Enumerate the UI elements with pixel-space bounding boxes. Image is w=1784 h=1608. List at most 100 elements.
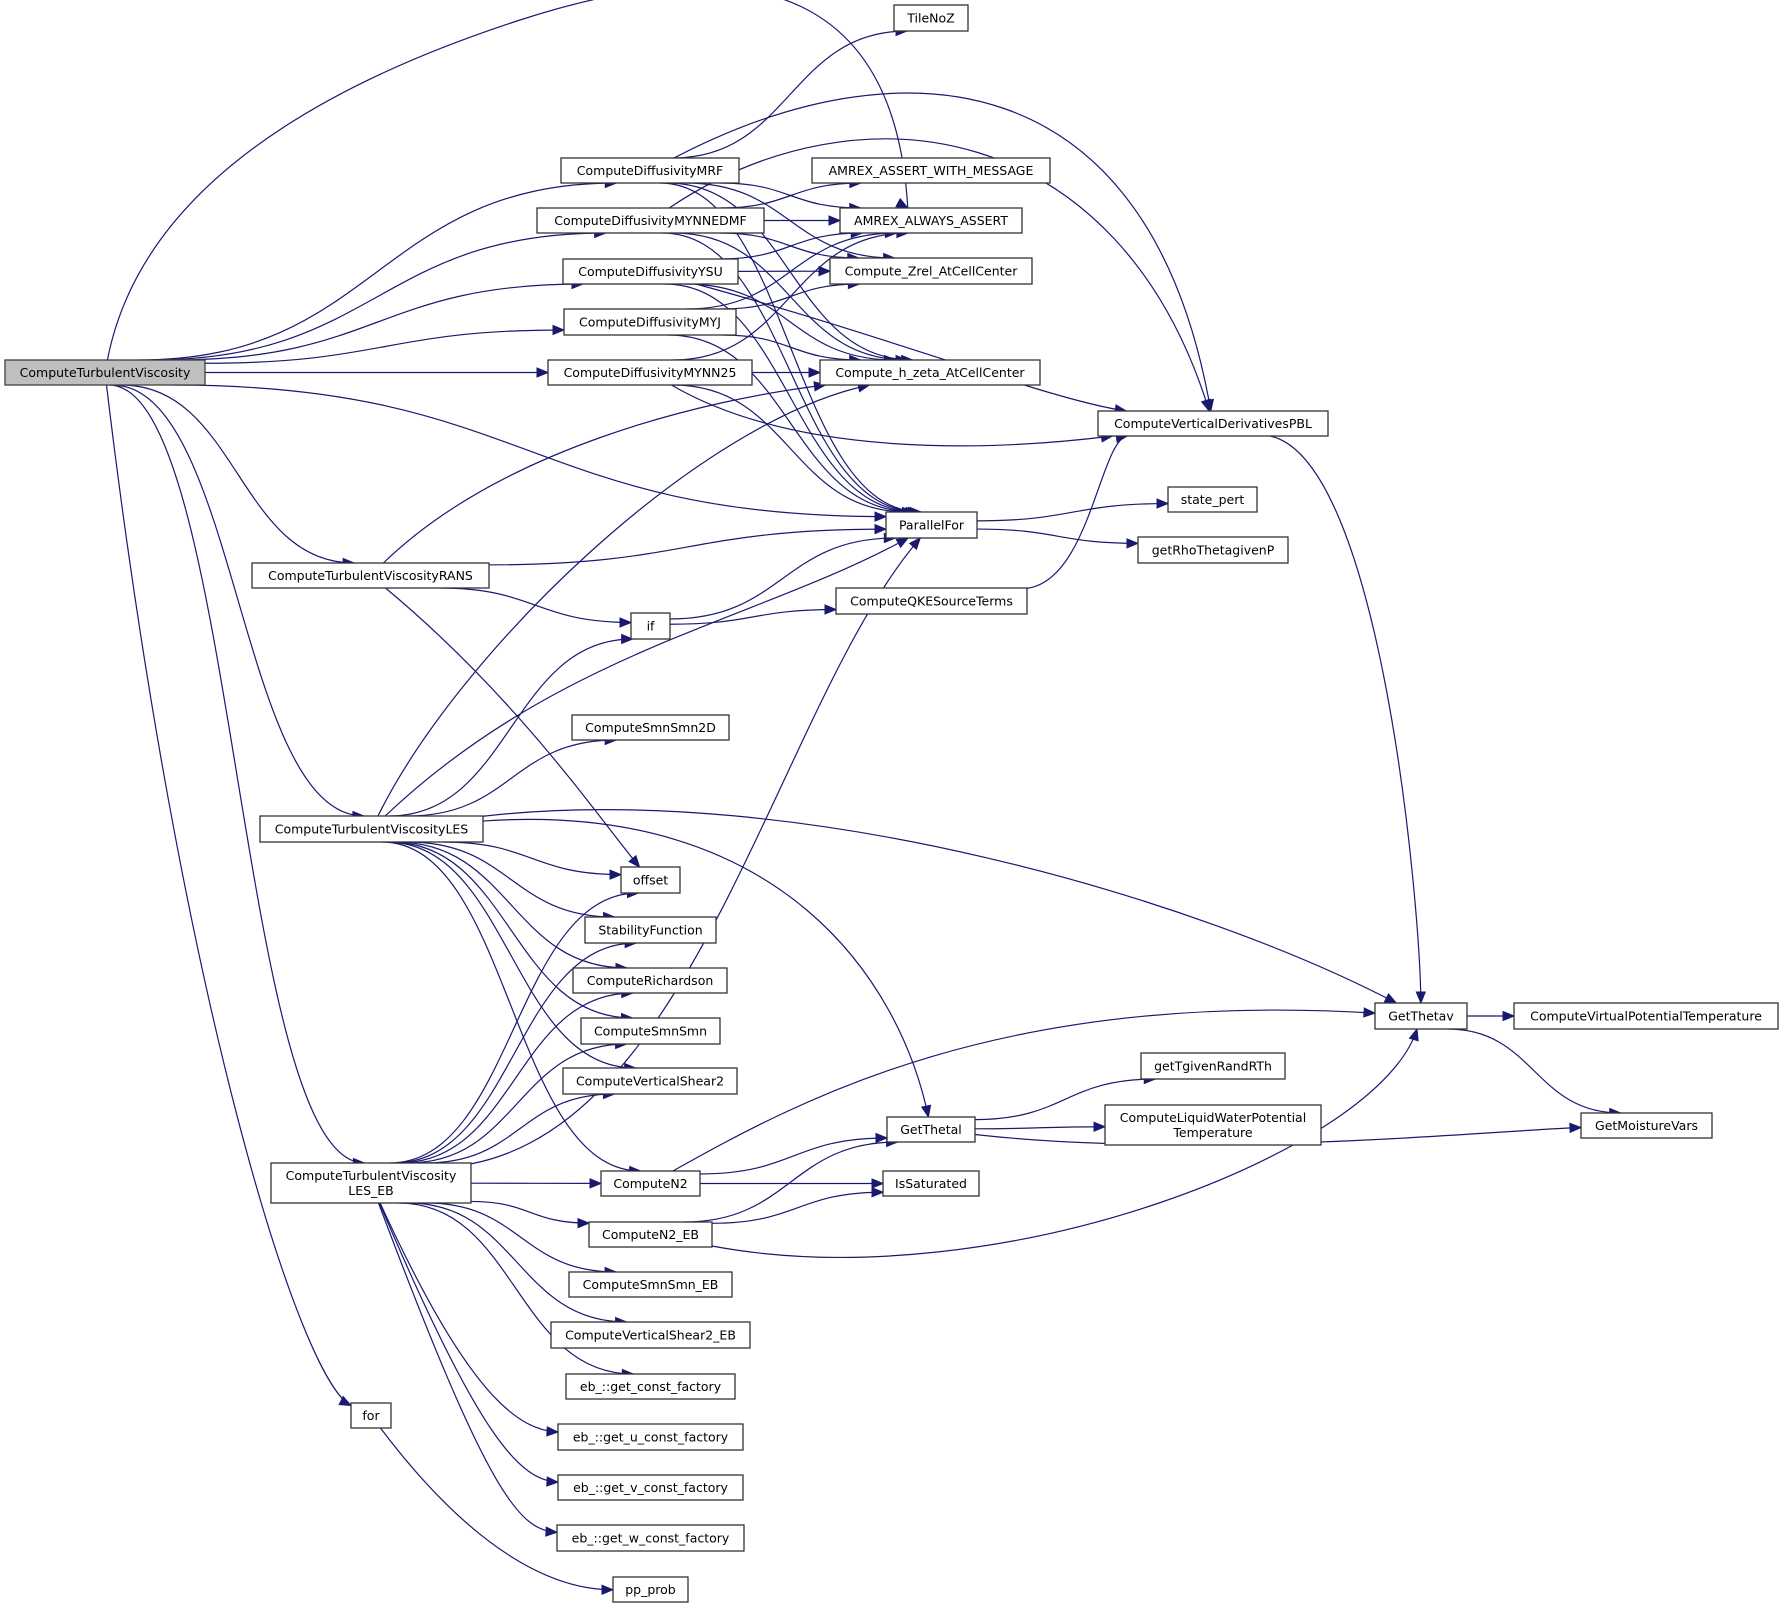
node-for[interactable]: for xyxy=(350,1402,392,1429)
edge-n2eb-to-getthetal xyxy=(683,1136,899,1223)
node-rhotheta[interactable]: getRhoThetagivenP xyxy=(1137,536,1289,564)
node-label: ComputeVerticalDerivativesPBL xyxy=(1114,416,1312,431)
node-label: ComputeN2 xyxy=(613,1176,687,1191)
node-label: GetMoistureVars xyxy=(1595,1118,1698,1133)
node-smn2d[interactable]: ComputeSmnSmn2D xyxy=(571,714,730,741)
edge-rans-to-if xyxy=(439,587,633,628)
node-box xyxy=(612,1576,689,1603)
node-label: AMREX_ALWAYS_ASSERT xyxy=(854,213,1008,228)
node-label: ComputeTurbulentViscosity xyxy=(20,365,191,380)
node-stability[interactable]: StabilityFunction xyxy=(584,916,717,944)
nodes-layer: ComputeTurbulentViscosity TileNoZ ComputeD… xyxy=(4,4,1779,1603)
edge-line xyxy=(407,841,615,918)
node-vshear2[interactable]: ComputeVerticalShear2 xyxy=(562,1067,738,1095)
edges-layer xyxy=(105,0,1623,1596)
edge-line xyxy=(669,608,837,625)
node-label: ComputeDiffusivityMYNNEDMF xyxy=(554,213,746,228)
node-n2eb[interactable]: ComputeN2_EB xyxy=(588,1221,713,1248)
edge-line xyxy=(470,1200,590,1224)
node-smnsmneb[interactable]: ComputeSmnSmn_EB xyxy=(568,1271,733,1298)
arrowhead-icon xyxy=(875,1132,889,1144)
edge-getthetal-to-moisture xyxy=(974,1122,1583,1146)
node-box xyxy=(270,1162,472,1204)
node-richardson[interactable]: ComputeRichardson xyxy=(572,967,728,994)
node-ysu[interactable]: ComputeDiffusivityYSU xyxy=(562,258,739,285)
node-ppprob[interactable]: pp_prob xyxy=(612,1576,689,1603)
node-moisture[interactable]: GetMoistureVars xyxy=(1580,1112,1713,1139)
arrowhead-icon xyxy=(621,633,634,645)
node-getv[interactable]: eb_::get_v_const_factory xyxy=(557,1474,744,1501)
node-statepert[interactable]: state_pert xyxy=(1167,486,1258,513)
edge-line xyxy=(105,384,352,1407)
node-box xyxy=(563,308,737,336)
node-label: for xyxy=(362,1408,380,1423)
edge-leseb-to-getv xyxy=(378,1202,560,1487)
node-zrel[interactable]: Compute_Zrel_AtCellCenter xyxy=(829,257,1033,285)
arrowhead-icon xyxy=(874,511,888,522)
edge-line xyxy=(711,1028,1418,1258)
node-box xyxy=(568,1271,733,1298)
node-box xyxy=(550,1321,751,1349)
node-issat[interactable]: IsSaturated xyxy=(882,1170,980,1197)
edge-n2-to-getthetav xyxy=(672,1007,1377,1172)
node-box xyxy=(620,866,681,894)
node-mynnedmf[interactable]: ComputeDiffusivityMYNNEDMF xyxy=(536,207,765,234)
arrowhead-icon xyxy=(1502,1010,1516,1022)
edge-line xyxy=(673,92,1212,412)
edge-mynn25-to-vderiv xyxy=(671,384,1114,447)
node-parallelfor[interactable]: ParallelFor xyxy=(885,511,978,539)
edge-rans-to-parallelfor xyxy=(488,523,888,566)
node-mrf[interactable]: ComputeDiffusivityMRF xyxy=(560,157,740,184)
edge-line xyxy=(385,587,641,868)
edge-line xyxy=(685,232,897,310)
node-label: getRhoThetagivenP xyxy=(1152,543,1275,558)
node-getu[interactable]: eb_::get_u_const_factory xyxy=(557,1423,744,1451)
node-rans[interactable]: ComputeTurbulentViscosityRANS xyxy=(251,562,490,589)
edge-line xyxy=(379,1427,614,1591)
node-mynn25[interactable]: ComputeDiffusivityMYNN25 xyxy=(547,359,753,386)
node-myj[interactable]: ComputeDiffusivityMYJ xyxy=(563,308,737,336)
node-label: Compute_Zrel_AtCellCenter xyxy=(845,264,1019,279)
node-n2[interactable]: ComputeN2 xyxy=(600,1170,701,1197)
node-hzeta[interactable]: Compute_h_zeta_AtCellCenter xyxy=(819,359,1041,386)
node-alwaysassert[interactable]: AMREX_ALWAYS_ASSERT xyxy=(839,207,1023,234)
arrowhead-icon xyxy=(874,523,888,535)
arrowhead-icon xyxy=(601,1584,615,1596)
node-if[interactable]: if xyxy=(630,612,671,640)
node-les[interactable]: ComputeTurbulentViscosityLES xyxy=(259,815,484,843)
edge-root-to-mynn25 xyxy=(205,367,550,378)
node-getw[interactable]: eb_::get_w_const_factory xyxy=(556,1524,745,1552)
node-vshear2eb[interactable]: ComputeVerticalShear2_EB xyxy=(550,1321,751,1349)
node-getthetav[interactable]: GetThetav xyxy=(1374,1002,1468,1030)
node-box xyxy=(886,1116,976,1143)
node-leseb[interactable]: ComputeTurbulentViscosityLES_EB xyxy=(270,1162,472,1204)
edge-line xyxy=(673,232,908,361)
edge-line xyxy=(407,1202,627,1323)
arrowhead-icon xyxy=(546,1426,560,1437)
node-label: eb_::get_w_const_factory xyxy=(572,1531,730,1546)
node-getconst[interactable]: eb_::get_const_factory xyxy=(565,1373,736,1400)
node-tilenoz[interactable]: TileNoZ xyxy=(893,4,969,32)
node-label: Compute_h_zeta_AtCellCenter xyxy=(835,365,1025,380)
edge-leseb-to-smnsmneb xyxy=(426,1202,618,1278)
node-getthetal[interactable]: GetThetal xyxy=(886,1116,976,1143)
edge-line xyxy=(381,841,641,1172)
edge-line xyxy=(112,384,364,817)
edge-root-to-parallelfor xyxy=(172,384,888,522)
node-box xyxy=(572,967,728,994)
node-offset[interactable]: offset xyxy=(620,866,681,894)
arrowhead-icon xyxy=(1363,1007,1377,1018)
node-box xyxy=(1137,536,1289,564)
node-assertmsg[interactable]: AMREX_ASSERT_WITH_MESSAGE xyxy=(811,157,1051,184)
node-smnsmn[interactable]: ComputeSmnSmn xyxy=(580,1017,721,1045)
node-vderiv[interactable]: ComputeVerticalDerivativesPBL xyxy=(1097,410,1329,437)
node-cvpt[interactable]: ComputeVirtualPotentialTemperature xyxy=(1513,1002,1779,1030)
node-label: IsSaturated xyxy=(895,1176,967,1191)
node-gettgiven[interactable]: getTgivenRandRTh xyxy=(1140,1052,1286,1080)
edge-root-to-les xyxy=(112,384,366,822)
node-box xyxy=(882,1170,980,1197)
node-box xyxy=(819,359,1041,386)
node-qke[interactable]: ComputeQKESourceTerms xyxy=(835,587,1028,615)
edge-line xyxy=(482,809,1397,1004)
